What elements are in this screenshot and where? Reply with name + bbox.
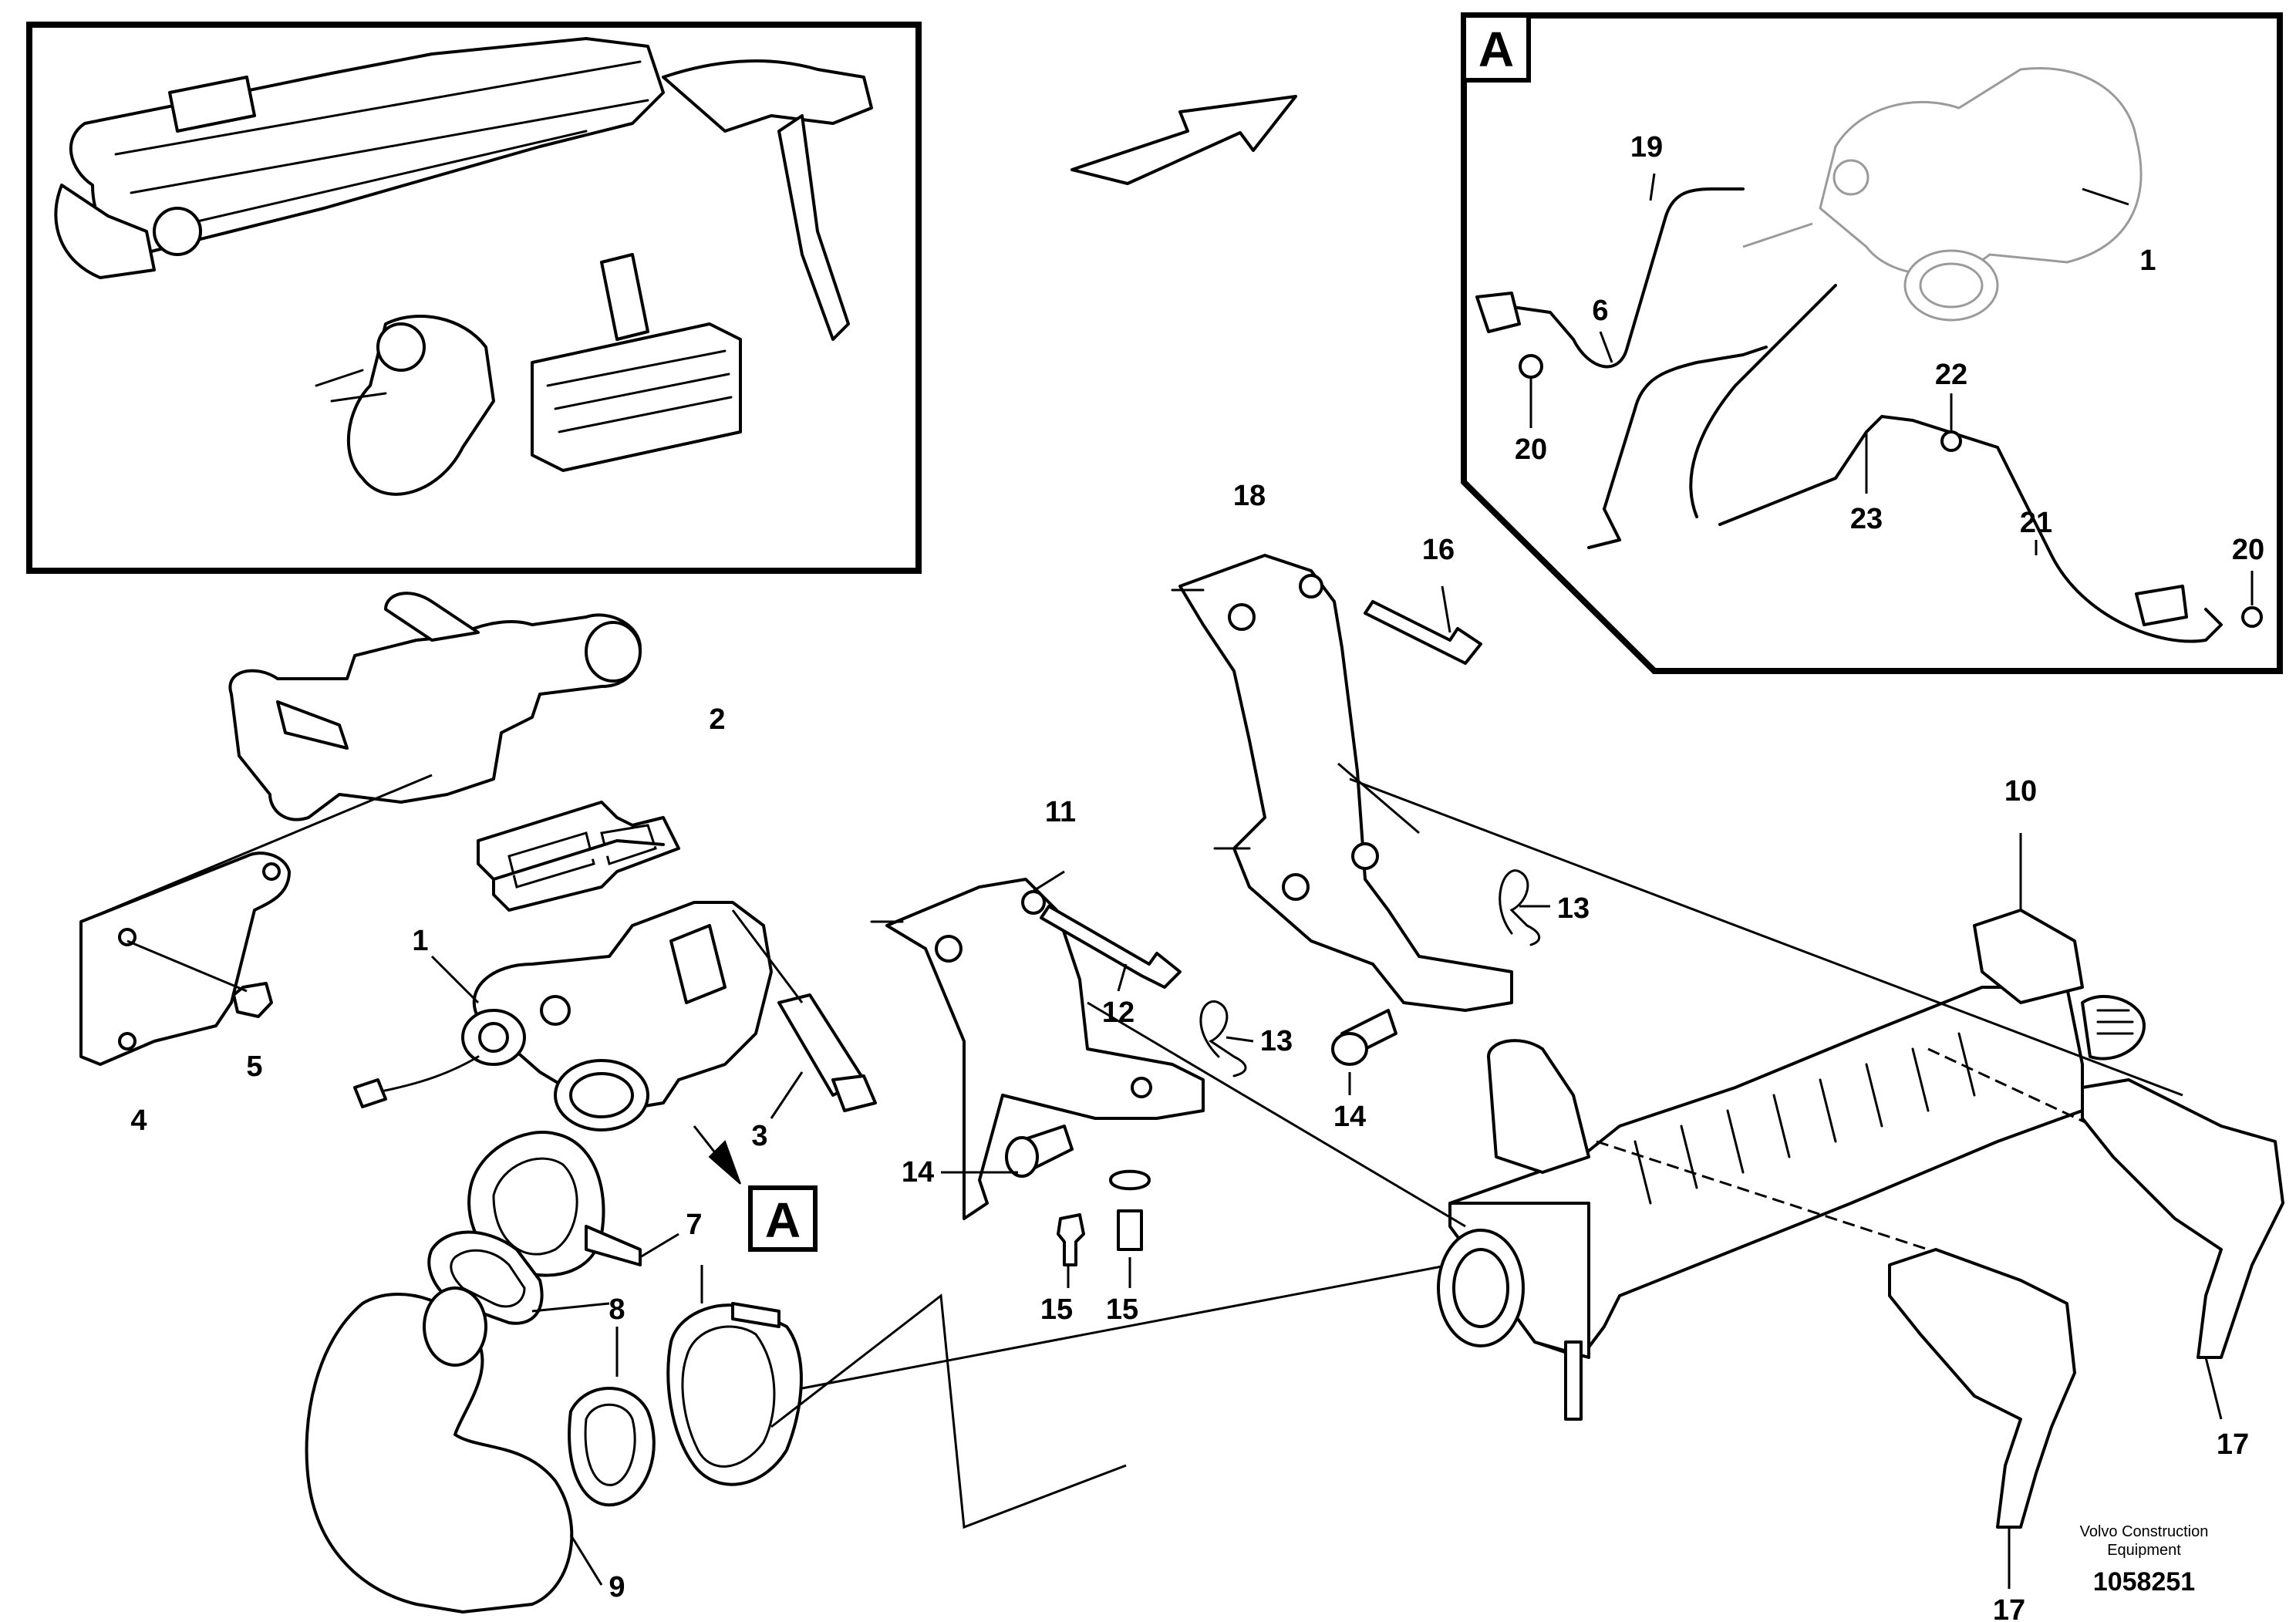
callout-3: 3 [751, 1120, 767, 1152]
callout-17-left: 17 [1993, 1594, 2025, 1622]
callout-10: 10 [2004, 775, 2037, 808]
nut-22 [1940, 430, 1962, 452]
callout-14-lower: 14 [902, 1156, 934, 1189]
strap-17-left [1888, 1248, 2076, 1529]
brand-line-1: Volvo Construction [2080, 1523, 2209, 1540]
washer-15 [1109, 1169, 1151, 1191]
callout-23: 23 [1850, 503, 1883, 535]
bolt-15-left [1057, 1213, 1085, 1266]
v-clamp [666, 1303, 803, 1486]
callout-6: 6 [1592, 295, 1608, 327]
callout-16: 16 [1422, 534, 1455, 566]
callout-2: 2 [709, 703, 725, 736]
egr-cooler-10 [1437, 909, 2146, 1421]
brand-line-2: Equipment [2107, 1542, 2181, 1559]
callout-17-right: 17 [2217, 1428, 2249, 1461]
callout-1: 1 [412, 925, 428, 957]
spring-clip-13-lower [1199, 1000, 1247, 1077]
callout-5: 5 [246, 1050, 262, 1083]
callout-15-left: 15 [1040, 1293, 1073, 1326]
callout-20-left: 20 [1515, 433, 1547, 466]
callout-14-upper: 14 [1333, 1101, 1366, 1133]
nut-5 [232, 982, 273, 1018]
view-a-label-box [1462, 13, 1531, 83]
view-a-reference-box [748, 1185, 818, 1252]
callout-19: 19 [1630, 131, 1663, 164]
footer: Volvo Construction Equipment 1058251 [2080, 1523, 2209, 1597]
detail-view-a: A [1461, 12, 2283, 674]
direction-arrow [1070, 95, 1297, 185]
bracket-11 [885, 878, 1205, 1220]
callout-13-upper: 13 [1557, 892, 1590, 925]
bolt-12 [1040, 905, 1182, 989]
callout-15-right: 15 [1106, 1293, 1138, 1326]
bracket-18 [1178, 554, 1513, 1012]
exhaust-manifold [228, 613, 642, 821]
callout-13-lower: 13 [1260, 1025, 1293, 1057]
overview-inset [26, 22, 922, 574]
callout-4: 4 [130, 1104, 147, 1137]
turbocharger-detail-illustration [1742, 67, 2143, 322]
callout-11: 11 [1045, 796, 1076, 828]
callout-12: 12 [1102, 996, 1135, 1029]
callout-18: 18 [1233, 480, 1266, 512]
flange-20-right [2135, 585, 2188, 626]
turbocharger-1 [353, 901, 773, 1131]
callout-20-right: 20 [2232, 534, 2264, 566]
bolt-20-left [1519, 354, 1543, 379]
callout-21: 21 [2020, 507, 2052, 539]
bolt-20-right [2241, 606, 2263, 628]
strap-17-right [2081, 1078, 2284, 1359]
flange-20-left [1475, 292, 1521, 333]
callout-numbers: 1 2 3 4 5 6 7 8 9 10 11 12 13 13 14 14 1… [130, 131, 2264, 1622]
callout-22: 22 [1935, 359, 1967, 391]
document-number: 1058251 [2093, 1567, 2195, 1597]
engine-overview-illustration [54, 37, 873, 496]
main-exploded-view: A [79, 554, 2284, 1614]
heat-shield-4 [79, 851, 291, 1066]
callout-7: 7 [686, 1209, 702, 1241]
callout-1-detail: 1 [2139, 244, 2156, 277]
bolt-16 [1364, 600, 1482, 665]
callout-8: 8 [609, 1293, 625, 1326]
spring-clip-13-upper [1499, 869, 1541, 946]
callout-9: 9 [609, 1571, 625, 1603]
view-a-label: A [1478, 22, 1514, 77]
view-a-reference-label: A [765, 1192, 801, 1248]
